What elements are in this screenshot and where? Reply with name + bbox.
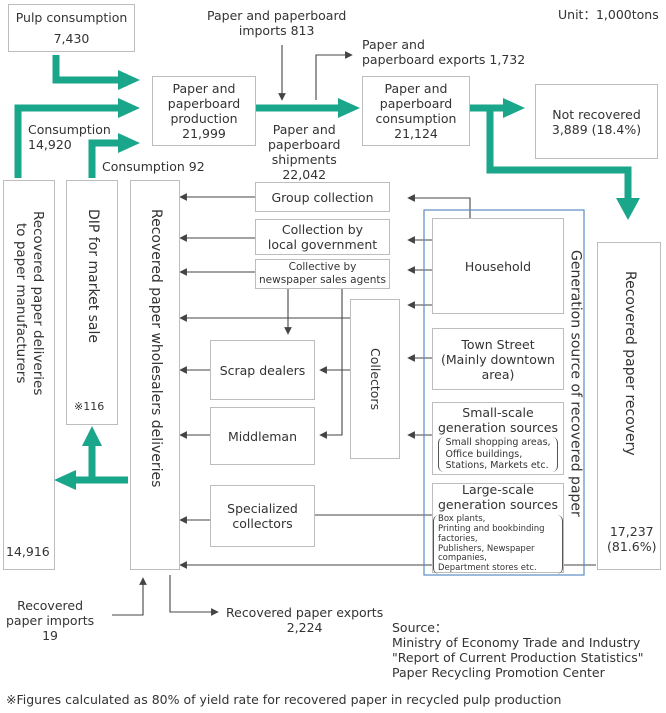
consumption-14920-label: Consumption 14,920: [28, 122, 111, 152]
dip-column: DIP for market sale: [66, 180, 118, 425]
teal-arrow-consumption-92: [88, 139, 125, 178]
dip-label: DIP for market sale: [84, 209, 101, 344]
generation-source-frame: [423, 209, 585, 576]
source-block: Source： Ministry of Economy Trade and In…: [392, 620, 644, 680]
paper-exports-label: Paper and paperboard exports 1,732: [362, 37, 526, 67]
small-scale-details: Small shopping areas,Office buildings,St…: [438, 437, 558, 472]
group-collection-box: Group collection: [255, 182, 390, 212]
pulp-value: 7,430: [53, 31, 90, 46]
consumption-92-label: Consumption 92: [102, 159, 205, 174]
middleman-box: Middleman: [210, 407, 315, 465]
pulp-label: Pulp consumption: [15, 10, 128, 25]
large-scale-details: Box plants,Printing and bookbinding fact…: [433, 514, 563, 574]
teal-arrow-pulp: [52, 55, 125, 84]
generation-source-label: Generation source of recovered paper: [567, 250, 584, 517]
recovery-box: Recovered paper recovery: [597, 242, 661, 570]
teal-arrow-consumption-14920: [14, 104, 125, 178]
recovery-values: 17,237(81.6%): [607, 524, 657, 554]
pulp-consumption-box: Pulp consumption 7,430: [8, 4, 135, 52]
wholesalers-label: Recovered paper wholesalers deliveries: [147, 209, 164, 488]
paper-imports-label: Paper and paperboard imports 813: [207, 8, 347, 38]
dip-note: ※116: [74, 400, 105, 413]
collectors-box: Collectors: [350, 299, 400, 459]
recovery-label: Recovered paper recovery: [621, 271, 638, 456]
production-box: Paper and paperboard production 21,999: [152, 76, 256, 146]
household-box: Household: [432, 218, 564, 314]
recovered-deliveries-value: 14,916: [6, 544, 50, 559]
recovered-imports-label: Recovered paper imports 19: [6, 598, 95, 643]
recovered-exports-label: Recovered paper exports 2,224: [226, 605, 384, 635]
collectors-label: Collectors: [367, 347, 383, 411]
consumption-box: Paper and paperboard consumption 21,124: [362, 76, 470, 146]
footnote: ※Figures calculated as 80% of yield rate…: [6, 692, 562, 707]
teal-arrow-recovery: [486, 110, 632, 200]
shipments-label: Paper and paperboard shipments 22,042: [268, 122, 341, 182]
unit-label: Unit：1,000tons: [558, 7, 659, 22]
wholesalers-column: Recovered paper wholesalers deliveries: [130, 180, 180, 570]
not-recovered-box: Not recovered 3,889 (18.4%): [535, 84, 658, 159]
scrap-dealers-box: Scrap dealers: [210, 340, 315, 400]
